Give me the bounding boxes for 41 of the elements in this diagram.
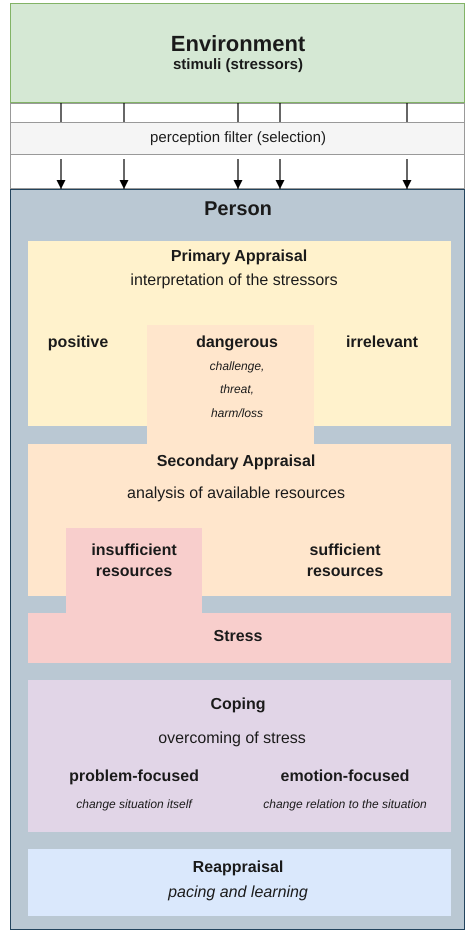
category-label: positive (46, 334, 110, 352)
panel-title: Primary Appraisal (170, 248, 308, 266)
strategy-label: emotion-focused (280, 768, 410, 786)
connector-line (60, 103, 62, 122)
category-label: sufficient resources (306, 541, 384, 582)
environment-panel (10, 3, 465, 103)
arrow (234, 159, 242, 189)
arrow (402, 159, 412, 189)
category-label: irrelevant (344, 334, 420, 352)
connector-line (406, 103, 408, 122)
category-tab (66, 528, 202, 613)
filter-band (10, 122, 465, 155)
filter-label: perception filter (selection) (149, 130, 327, 146)
subtitle: analysis of available resources (126, 485, 346, 503)
subtitle: interpretation of the stressors (129, 272, 339, 290)
connector-line (279, 103, 281, 122)
panel-title: Coping (209, 696, 267, 714)
coping-panel (28, 680, 451, 832)
panel-title: Secondary Appraisal (156, 453, 316, 471)
category-tab (147, 325, 314, 444)
panel-title: Person (203, 198, 273, 220)
subtitle: stimuli (stressors) (172, 57, 304, 74)
connector-line (123, 103, 125, 122)
arrow (276, 159, 284, 189)
panel-title: Reappraisal (192, 859, 284, 877)
panel-title: Environment (170, 32, 306, 56)
subtitle: overcoming of stress (157, 730, 307, 748)
stress-panel (28, 613, 451, 663)
panel-title: Stress (212, 628, 264, 646)
category-label: dangerous (195, 334, 279, 352)
person-panel (10, 189, 465, 930)
arrow (56, 159, 66, 189)
strategy-label: problem-focused (68, 768, 200, 786)
description-text: change situation itself (75, 798, 194, 812)
example-text: challenge, threat, harm/loss (208, 358, 266, 422)
connector-line (237, 103, 239, 122)
subtitle: pacing and learning (166, 884, 309, 902)
category-label: insufficient resources (90, 541, 178, 582)
description-text: change relation to the situation (262, 798, 428, 812)
reappraisal-panel (28, 849, 451, 916)
arrow (120, 159, 128, 189)
